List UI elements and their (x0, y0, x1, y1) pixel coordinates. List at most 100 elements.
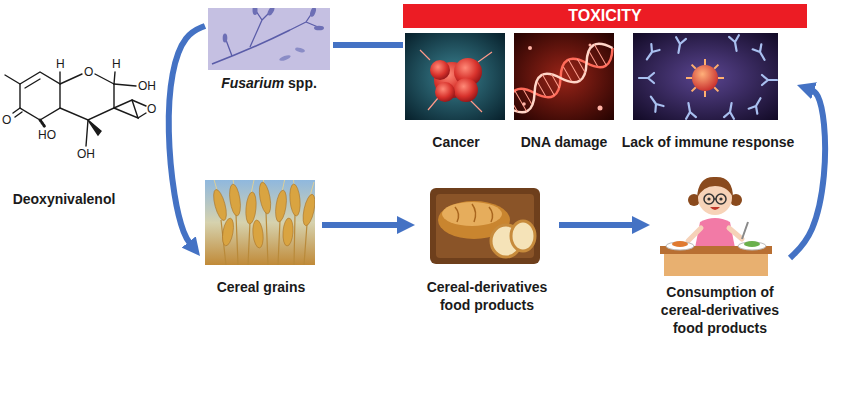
girl-picture (744, 241, 760, 247)
cancer-picture (420, 50, 492, 112)
girl-picture (666, 242, 694, 250)
fusarium-micrograph (266, 8, 275, 17)
girl-picture (742, 222, 748, 239)
dna-picture (514, 38, 614, 119)
immune-picture (762, 75, 777, 85)
girl-picture (697, 177, 733, 198)
atom-label: H (56, 58, 65, 70)
toxicity-band: TOXICITYCancerDNA damageLack of immune r… (403, 4, 807, 162)
chemical-structure (40, 120, 45, 127)
immune-picture (753, 44, 769, 62)
wheat-picture (221, 217, 236, 246)
wheat-picture (301, 193, 315, 226)
fusarium-micrograph (208, 8, 330, 70)
chemical-structure (20, 72, 60, 120)
atom-label: O (84, 66, 93, 78)
cancer-picture (405, 33, 505, 120)
label-part: spp. (284, 75, 317, 91)
chemical-structure (60, 84, 114, 120)
dna-picture (589, 44, 592, 47)
effect-card: DNA damage (510, 33, 618, 151)
atom-label: OH (138, 80, 156, 92)
atom-label: HO (38, 129, 56, 141)
wheat-picture (245, 192, 258, 225)
girl-picture (688, 228, 742, 241)
chemical-structure (5, 72, 146, 146)
node-label: Lack of immune response (619, 133, 797, 151)
atom-label: OH (77, 148, 95, 160)
fusarium-micrograph (295, 47, 306, 53)
compound-card: Deoxynivalenol (2, 56, 126, 208)
immune-picture (674, 37, 686, 54)
immune-picture (633, 33, 778, 120)
dna-picture (514, 45, 606, 116)
chemical-structure (25, 79, 40, 88)
node-label: Deoxynivalenol (2, 190, 126, 208)
chemical-structure (114, 100, 138, 118)
wheat-picture (205, 180, 315, 265)
immune-picture (633, 33, 778, 120)
node-label: Consumption of cereal-derivatives food p… (650, 283, 790, 337)
immune-picture (724, 102, 736, 119)
wheat-picture (274, 189, 288, 222)
atom-label: O (2, 114, 11, 126)
immune-picture (684, 102, 696, 119)
fusarium-micrograph (208, 8, 330, 70)
girl-picture (695, 218, 735, 248)
girl-picture (707, 197, 710, 200)
immune-picture (686, 59, 724, 97)
bread-picture (430, 188, 540, 264)
immune-picture (639, 73, 654, 83)
bread-picture (442, 202, 502, 226)
girl-picture (738, 242, 766, 250)
flow-arrow (559, 222, 637, 228)
cancer-picture (435, 82, 455, 102)
chemical-structure (88, 120, 101, 135)
chemical-structure (5, 75, 20, 84)
chemical-structure (15, 112, 22, 117)
fusarium-micrograph (212, 30, 290, 64)
immune-picture (647, 94, 664, 112)
flow-arrow (169, 26, 205, 245)
stage-card: Cereal-derivatives food products (415, 183, 559, 314)
chemical-structure (59, 72, 60, 84)
bread-picture (455, 204, 493, 222)
cancer-picture (454, 78, 478, 102)
fusarium-micrograph (226, 11, 318, 56)
fusarium-micrograph (314, 26, 324, 31)
effect-card: Cancer (403, 33, 509, 151)
atom-label: H (112, 58, 121, 70)
node-label: Cancer (403, 133, 509, 151)
wheat-picture (289, 184, 302, 217)
fusarium-micrograph (309, 8, 317, 18)
fusarium-micrograph (223, 34, 228, 43)
bread-picture (436, 194, 534, 258)
girl-picture (716, 194, 726, 204)
chemical-structure (60, 74, 82, 84)
immune-picture (729, 35, 741, 52)
chemical-structure (13, 108, 20, 113)
flow-arrow (322, 222, 402, 228)
wheat-picture (282, 218, 294, 247)
node-label: Cereal-derivatives food products (415, 278, 559, 314)
wheat-picture (211, 181, 315, 248)
wheat-picture (257, 181, 272, 214)
immune-picture (643, 44, 660, 62)
girl-picture (714, 198, 716, 200)
dna-picture (514, 33, 614, 120)
dna-picture (522, 102, 526, 106)
wheat-picture (205, 180, 315, 265)
stage-card: Consumption of cereal-derivatives food p… (650, 168, 790, 337)
stage-card: Cereal grains (200, 178, 322, 296)
cancer-picture (430, 60, 450, 80)
chemical-structure (138, 113, 146, 118)
dna-picture (514, 38, 614, 119)
atom-label: O (147, 103, 156, 115)
connector-group (169, 26, 825, 258)
immune-picture (749, 96, 765, 114)
organism-card: Fusarium spp. (205, 6, 333, 92)
flow-arrow (333, 42, 403, 48)
chemical-structure (114, 84, 136, 86)
girl-picture (719, 197, 722, 200)
bread-picture (430, 188, 540, 264)
